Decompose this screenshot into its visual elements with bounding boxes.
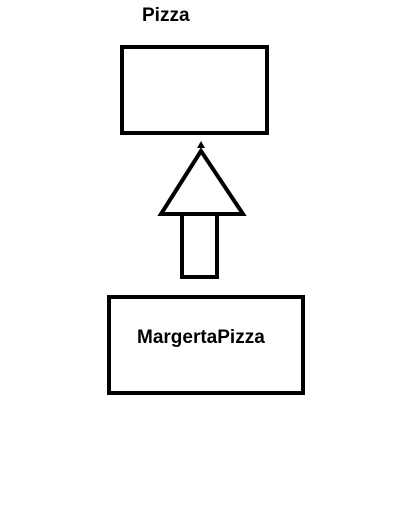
inheritance-arrow-shaft (180, 212, 219, 279)
arrow-tip (197, 141, 205, 148)
parent-class-box (120, 45, 269, 135)
child-class-box (107, 295, 305, 395)
parent-class-label: Pizza (142, 5, 190, 26)
child-class-label: MargertaPizza (137, 327, 265, 348)
inheritance-arrow-head (157, 147, 247, 216)
